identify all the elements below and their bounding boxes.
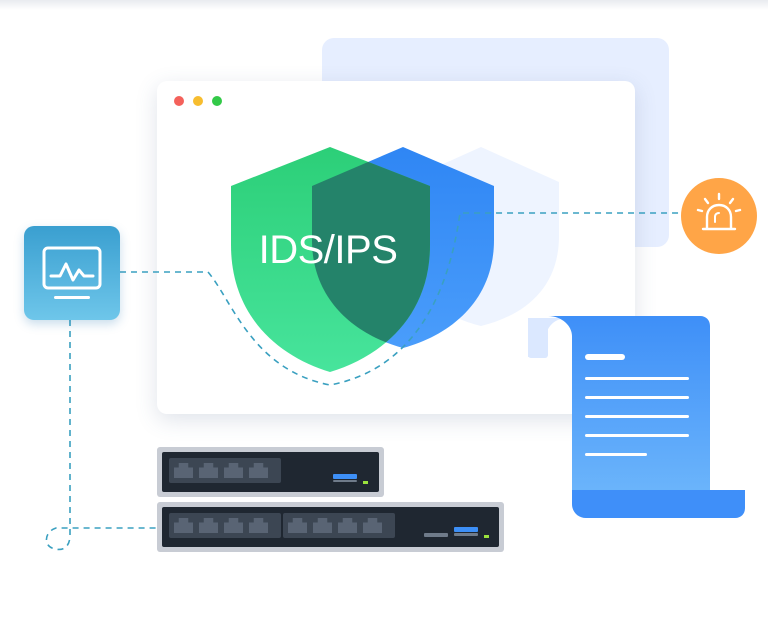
- ethernet-port-icon: [224, 463, 243, 478]
- ethernet-port-icon: [313, 518, 332, 533]
- port-group: [169, 513, 281, 538]
- ethernet-port-icon: [174, 463, 193, 478]
- window-maximize-dot: [212, 96, 222, 106]
- dashed-connectors: [45, 212, 681, 551]
- ethernet-port-icon: [224, 518, 243, 533]
- status-bar: [454, 533, 478, 536]
- ethernet-port-icon: [338, 518, 357, 533]
- status-bar: [454, 527, 478, 532]
- switch-body: [162, 452, 379, 492]
- status-led: [363, 481, 368, 484]
- log-document-icon: [528, 316, 745, 518]
- ethernet-port-icon: [199, 518, 218, 533]
- window-close-dot: [174, 96, 184, 106]
- top-edge-shadow: [0, 0, 768, 10]
- status-bar: [333, 480, 357, 482]
- network-switch-icon: [157, 447, 384, 497]
- ethernet-port-icon: [363, 518, 382, 533]
- shield-overlap: [312, 147, 430, 348]
- ethernet-port-icon: [249, 463, 268, 478]
- ethernet-port-icon: [199, 463, 218, 478]
- window-minimize-dot: [193, 96, 203, 106]
- alarm-siren-icon: [681, 178, 757, 254]
- shield-label: IDS/IPS: [258, 228, 398, 272]
- port-group: [169, 458, 281, 483]
- port-group: [283, 513, 395, 538]
- ethernet-port-icon: [174, 518, 193, 533]
- status-bar: [333, 474, 357, 479]
- switch-body: [162, 507, 499, 547]
- ethernet-port-icon: [249, 518, 268, 533]
- network-switch-icon: [157, 502, 504, 552]
- ethernet-port-icon: [288, 518, 307, 533]
- status-led: [484, 535, 489, 538]
- monitor-pulse-icon: [24, 226, 120, 320]
- status-bar: [424, 533, 448, 537]
